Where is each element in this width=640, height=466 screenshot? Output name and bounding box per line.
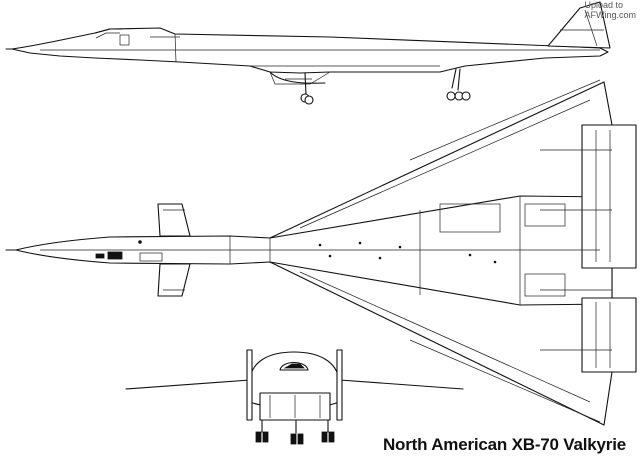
watermark-line2: AFWing.com [584, 10, 636, 20]
front-view-drawing [125, 349, 464, 445]
aircraft-caption: North American XB-70 Valkyrie [382, 435, 626, 454]
watermark-line1: Upload to [584, 0, 624, 10]
watermark-text: Upload to AFWing.com [584, 0, 636, 20]
top-view-drawing [5, 79, 637, 426]
side-view-drawing [5, 1, 611, 105]
